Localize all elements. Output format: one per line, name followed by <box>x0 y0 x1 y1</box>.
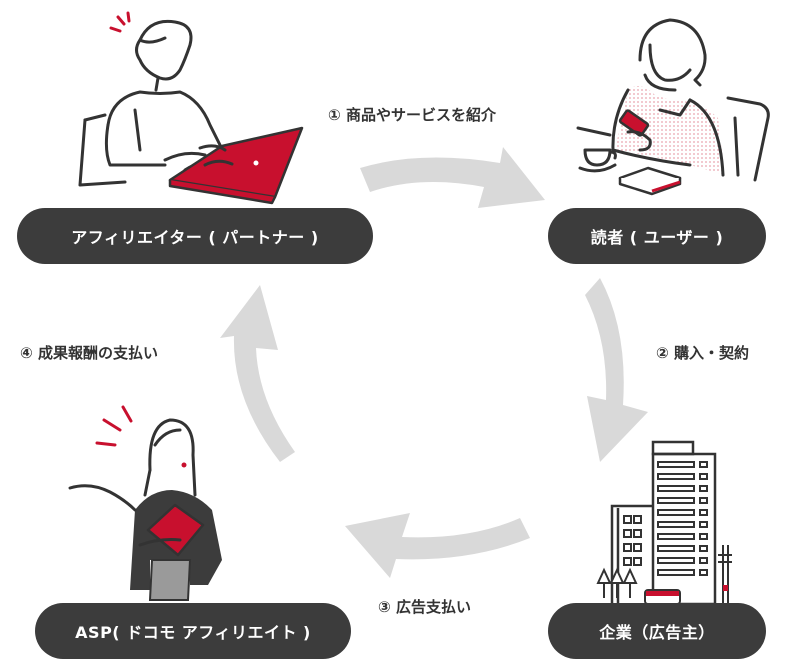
window <box>699 545 708 552</box>
actor-asp: ASP( ドコモ アフィリエイト ) <box>35 603 351 659</box>
step-number: ① <box>328 106 341 124</box>
window <box>699 533 708 540</box>
window <box>633 529 642 538</box>
arrow-step-4 <box>220 285 295 462</box>
smartphone-icon <box>618 109 650 137</box>
window <box>699 569 708 576</box>
actor-affiliator-label: アフィリエイター ( パートナー ) <box>71 228 319 247</box>
step-4-label: ④ 成果報酬の支払い <box>20 342 158 363</box>
window <box>699 509 708 516</box>
window-strip <box>657 509 695 516</box>
window-strip <box>657 497 695 504</box>
step-number: ④ <box>20 344 33 362</box>
step-2-label: ② 購入・契約 <box>656 342 749 363</box>
window <box>623 515 632 524</box>
window-strip <box>657 485 695 492</box>
window <box>699 521 708 528</box>
actor-affiliator: アフィリエイター ( パートナー ) <box>17 208 373 264</box>
folder-icon <box>146 503 205 557</box>
step-text: 購入・契約 <box>673 344 749 362</box>
window-strip <box>657 473 695 480</box>
window <box>699 473 708 480</box>
utility-pole-icon <box>718 545 732 605</box>
bus-icon <box>644 589 681 605</box>
actor-reader-label: 読者 ( ユーザー ) <box>590 228 724 247</box>
window-strip <box>657 545 695 552</box>
window-strip <box>657 557 695 564</box>
book-icon <box>618 166 682 196</box>
window <box>699 557 708 564</box>
window <box>623 543 632 552</box>
step-number: ② <box>656 344 669 362</box>
window <box>699 461 708 468</box>
window <box>699 497 708 504</box>
step-text: 広告支払い <box>395 598 471 616</box>
window <box>623 529 632 538</box>
window <box>633 543 642 552</box>
laptop-icon <box>168 126 304 205</box>
arrow-step-2 <box>585 278 648 462</box>
arrow-step-3 <box>345 513 530 578</box>
window-strip <box>657 533 695 540</box>
step-text: 成果報酬の支払い <box>37 344 158 362</box>
window-strip <box>657 461 695 468</box>
step-1-label: ① 商品やサービスを紹介 <box>328 104 496 125</box>
window <box>623 557 632 566</box>
attention-marks-icon <box>95 405 133 447</box>
window <box>699 485 708 492</box>
window <box>633 515 642 524</box>
actor-reader: 読者 ( ユーザー ) <box>548 208 766 264</box>
step-text: 商品やサービスを紹介 <box>345 106 496 124</box>
step-number: ③ <box>378 598 391 616</box>
attention-marks-icon <box>109 11 131 33</box>
actor-asp-label: ASP( ドコモ アフィリエイト ) <box>75 623 311 642</box>
window-strip <box>657 521 695 528</box>
window-strip <box>657 569 695 576</box>
window <box>633 557 642 566</box>
trees-icon <box>596 567 638 598</box>
step-3-label: ③ 広告支払い <box>378 596 471 617</box>
actor-company-label: 企業（広告主） <box>599 623 715 642</box>
actor-company: 企業（広告主） <box>548 603 766 659</box>
building-windows <box>623 461 708 576</box>
arrow-step-1 <box>360 147 545 208</box>
